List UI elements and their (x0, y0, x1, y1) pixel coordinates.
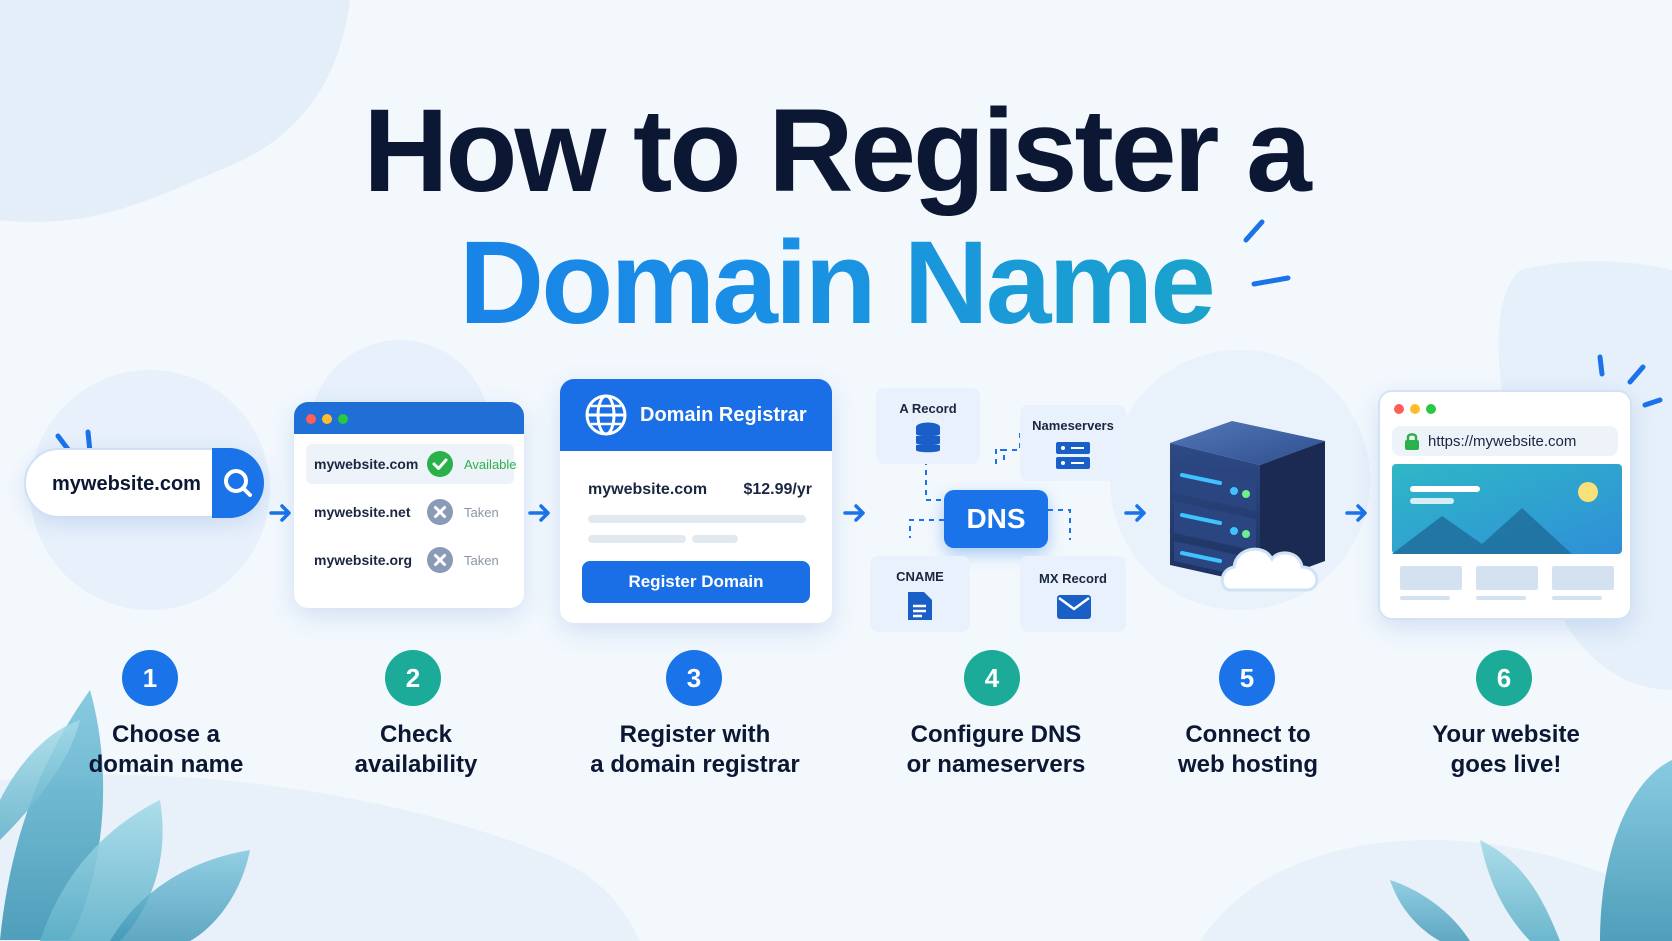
document-icon (908, 592, 932, 620)
step-label-2: Check availability (296, 720, 536, 780)
a-record-box: A Record (876, 388, 980, 464)
step-label-line: availability (354, 751, 478, 778)
x-circle-icon (427, 499, 453, 525)
row-status-taken: Taken (464, 505, 499, 520)
server-icon (1170, 421, 1325, 592)
hero-image (1392, 464, 1622, 600)
mx-record-box: MX Record (1020, 556, 1126, 632)
arrow-right-icon (843, 504, 865, 522)
registrar-domain: mywebsite.com (588, 481, 708, 498)
placeholder-line (692, 535, 738, 543)
dns-badge: DNS (944, 490, 1048, 548)
page-title: How to Register a Domain Name (0, 92, 1672, 342)
availability-row[interactable]: mywebsite.net Taken (306, 492, 514, 532)
row-domain: mywebsite.com (314, 456, 419, 472)
step-label-line: a domain registrar (590, 751, 800, 778)
cname-box: CNAME (870, 556, 970, 632)
step-number-4: 4 (964, 650, 1020, 706)
step-number-2: 2 (385, 650, 441, 706)
step-label-line: Register with (619, 721, 771, 748)
title-line-2: Domain Name (0, 224, 1672, 342)
registrar-price: $12.99/yr (743, 481, 812, 498)
availability-row[interactable]: mywebsite.org Taken (306, 540, 514, 580)
title-line-1: How to Register a (363, 85, 1312, 217)
lock-icon (1405, 433, 1419, 450)
arrow-right-icon (269, 504, 291, 522)
placeholder-line (588, 515, 806, 523)
address-bar-url: https://mywebsite.com (1428, 433, 1577, 450)
availability-window: mywebsite.com Available mywebsite.net Ta… (294, 402, 524, 608)
step-label-1: Choose a domain name (46, 720, 286, 780)
dns-connectors (909, 428, 1071, 540)
domain-registrar-card: Domain Registrar mywebsite.com $12.99/yr… (560, 379, 832, 623)
step-label-3: Register with a domain registrar (575, 720, 815, 780)
domain-search-bar[interactable]: mywebsite.com (24, 448, 264, 518)
arrow-right-icon (528, 504, 550, 522)
registrar-header: Domain Registrar (560, 379, 832, 451)
step-label-line: Connect to (1185, 721, 1311, 748)
check-circle-icon (427, 451, 453, 477)
window-titlebar (294, 402, 524, 434)
search-button[interactable] (212, 448, 264, 518)
step-number-3: 3 (666, 650, 722, 706)
step-label-line: Your website (1432, 721, 1580, 748)
step-label-line: Configure DNS (910, 721, 1082, 748)
cname-label: CNAME (896, 569, 944, 584)
step-label-4: Configure DNS or nameservers (876, 720, 1116, 780)
arrow-right-icon (1345, 504, 1367, 522)
live-website-window: https://mywebsite.com (1378, 390, 1632, 620)
search-input-value: mywebsite.com (52, 473, 201, 495)
database-icon (916, 422, 940, 453)
search-icon (224, 469, 252, 497)
placeholder-line (588, 535, 686, 543)
row-status-available: Available (464, 457, 517, 472)
step-label-5: Connect to web hosting (1128, 720, 1368, 780)
nameservers-label: Nameservers (1032, 418, 1114, 433)
mail-icon (1057, 595, 1091, 619)
row-domain: mywebsite.org (314, 552, 413, 568)
registrar-title: Domain Registrar (640, 404, 807, 426)
step-number-6: 6 (1476, 650, 1532, 706)
step-label-line: goes live! (1450, 751, 1562, 778)
step-label-line: or nameservers (906, 751, 1086, 778)
row-domain: mywebsite.net (314, 504, 411, 520)
step-label-line: Choose a (111, 721, 221, 748)
globe-icon (585, 394, 627, 436)
register-domain-button[interactable]: Register Domain (582, 561, 810, 603)
mx-record-label: MX Record (1039, 571, 1107, 586)
address-bar[interactable]: https://mywebsite.com (1392, 426, 1618, 456)
server-rack-icon (1056, 442, 1090, 469)
step-label-line: web hosting (1178, 751, 1318, 778)
availability-row[interactable]: mywebsite.com Available (306, 444, 517, 484)
row-status-taken: Taken (464, 553, 499, 568)
arrow-right-icon (1124, 504, 1146, 522)
step-number-5: 5 (1219, 650, 1275, 706)
step-label-line: domain name (88, 751, 244, 778)
step-label-6: Your website goes live! (1386, 720, 1626, 780)
nameservers-box: Nameservers (1020, 405, 1126, 481)
step-label-line: Check (379, 721, 453, 748)
step-number-1: 1 (122, 650, 178, 706)
x-circle-icon (427, 547, 453, 573)
a-record-label: A Record (899, 401, 957, 416)
